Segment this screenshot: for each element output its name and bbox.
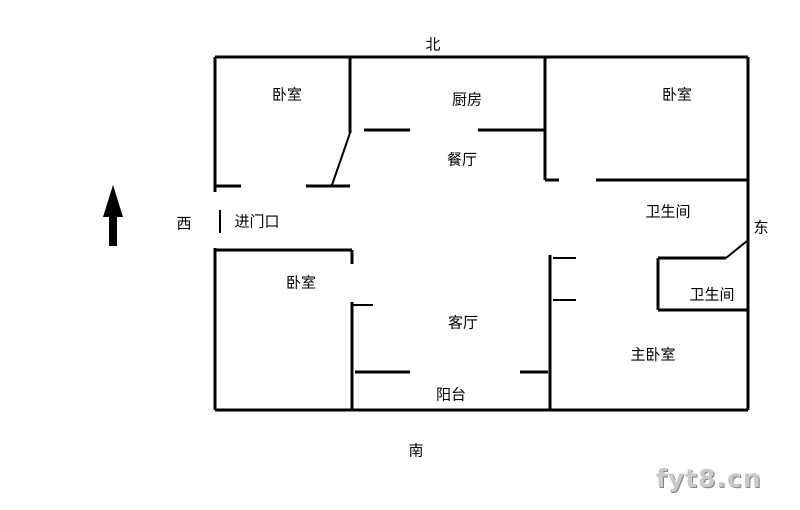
- room-label-bathroom-lower: 卫生间: [689, 285, 735, 304]
- interior-walls: [215, 57, 748, 410]
- outer-walls: [213, 55, 750, 412]
- room-label-entrance: 进门口: [234, 212, 280, 231]
- compass-west-label: 西: [176, 214, 192, 233]
- room-label-master-bedroom: 主卧室: [630, 345, 676, 364]
- room-label-kitchen: 厨房: [451, 90, 483, 109]
- watermark: fyt8.cn: [656, 464, 762, 493]
- door-swing-bedroom-tl: [331, 132, 351, 186]
- door-marks: [219, 132, 748, 306]
- door-swing-east: [725, 240, 748, 259]
- compass-south-label: 南: [408, 441, 424, 460]
- room-label-bedroom-mid-left: 卧室: [285, 273, 317, 292]
- room-label-bedroom-top-right: 卧室: [661, 85, 693, 104]
- room-label-dining-room: 餐厅: [446, 150, 478, 169]
- room-label-bedroom-top-left: 卧室: [271, 85, 303, 104]
- room-label-living-room: 客厅: [447, 313, 479, 332]
- north-arrow-icon: [103, 185, 123, 246]
- compass-north-label: 北: [425, 35, 441, 54]
- room-label-bathroom-upper: 卫生间: [645, 202, 691, 221]
- compass-east-label: 东: [753, 218, 769, 237]
- room-label-balcony: 阳台: [435, 385, 467, 404]
